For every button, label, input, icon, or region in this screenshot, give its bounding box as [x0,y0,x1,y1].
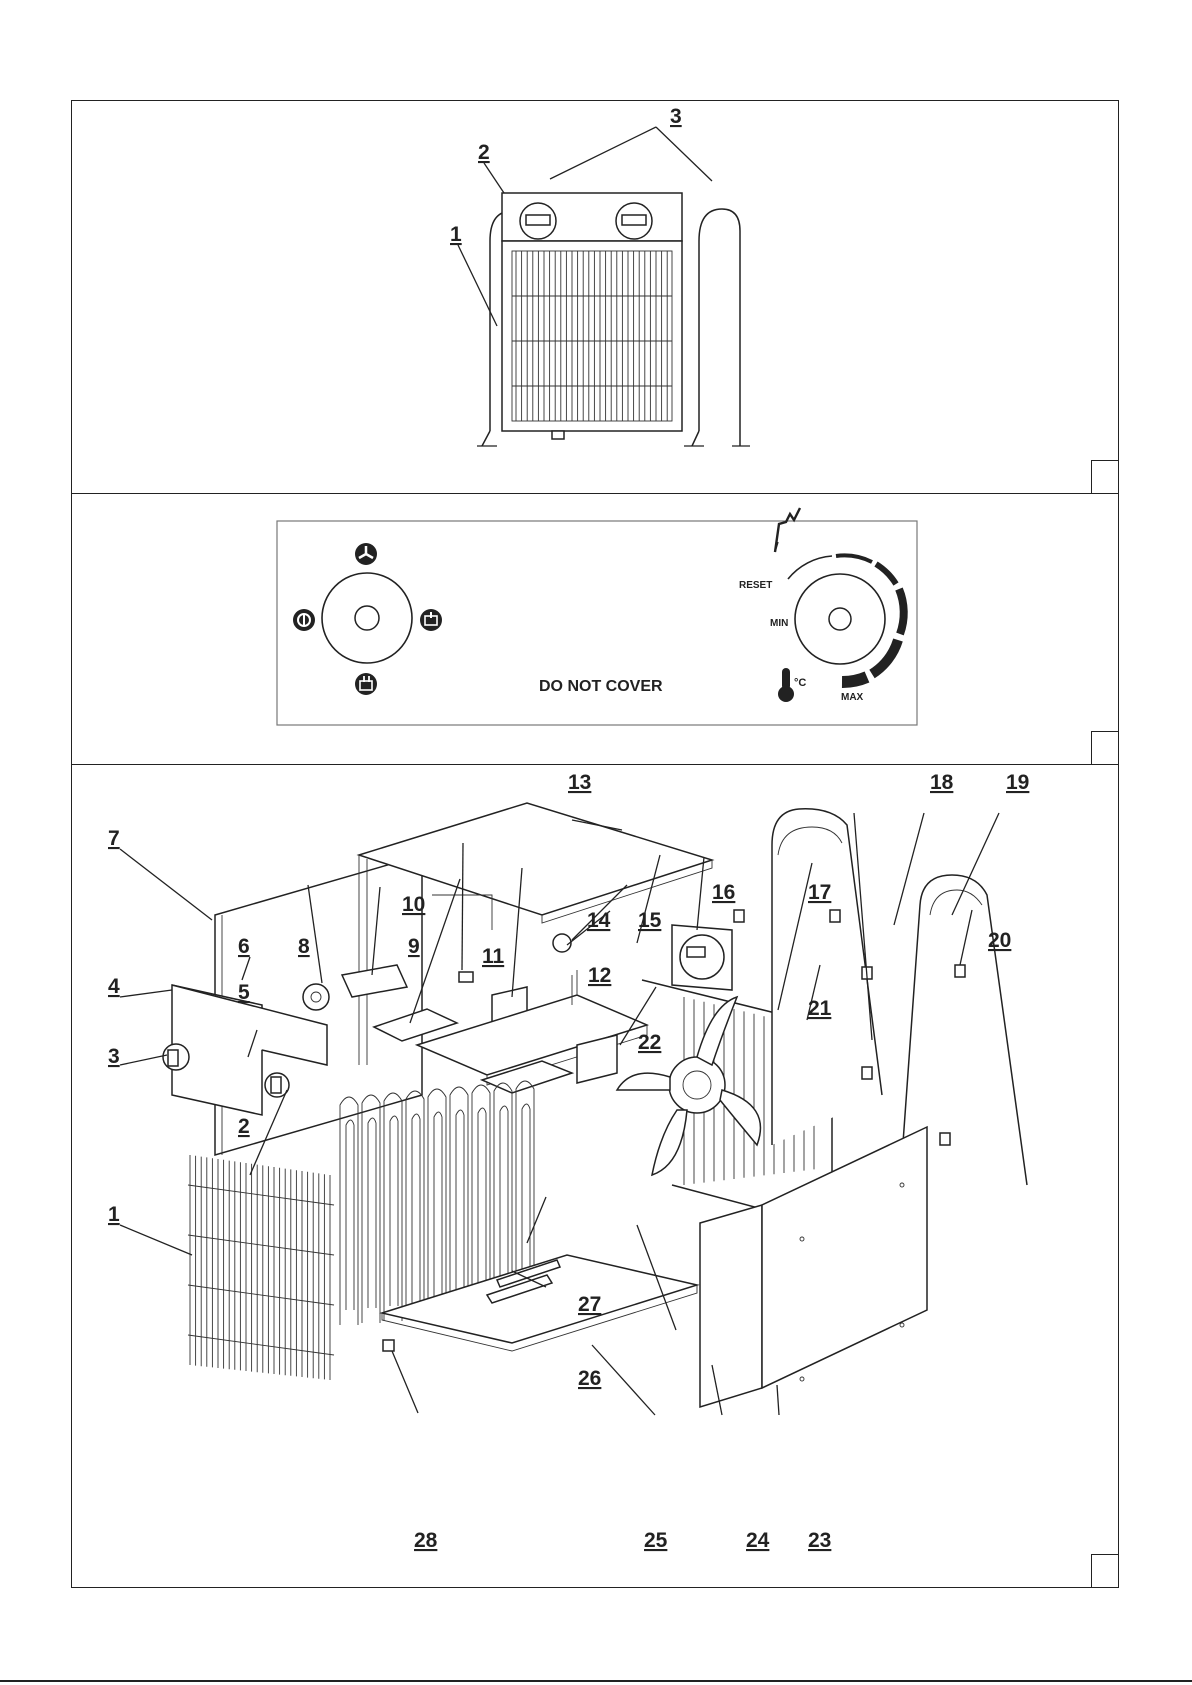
fan-mode-icon [355,543,377,565]
callout-22: 22 [638,1031,661,1054]
callout-4: 4 [108,975,120,998]
reset-label: RESET [739,580,772,591]
corner-tab [1091,731,1119,765]
front-grille-1 [188,1155,334,1380]
callout-20: 20 [988,929,1011,952]
callout-24: 24 [746,1529,770,1552]
foot-28 [383,1340,394,1351]
callout-2: 2 [238,1115,250,1138]
callout-1: 1 [450,223,462,246]
callout-10: 10 [402,893,425,916]
thermostat-dial [788,555,904,682]
callout-3: 3 [108,1045,120,1068]
assembled-heater-drawing: 1 2 3 [72,101,1120,495]
half-heat-icon [420,609,442,631]
callout-7: 7 [108,827,120,850]
callout-21: 21 [808,997,832,1020]
callout-17: 17 [808,881,831,904]
celsius-label: °C [794,677,806,689]
page-bottom-rule [0,1680,1192,1682]
mode-selector-dial [293,543,442,695]
callout-25: 25 [644,1529,668,1552]
thermal-fuse-10 [459,972,473,982]
reset-hand-icon [775,508,800,552]
callout-11: 11 [482,945,505,968]
control-panel-drawing: DO NOT COVER RESET MIN MAX °C [72,494,1120,766]
side-panel-24 [700,1205,762,1407]
heater-body [502,241,682,431]
switch-6 [303,984,329,1010]
do-not-cover-warning: DO NOT COVER [539,678,663,695]
callout-2: 2 [478,141,490,164]
callout-3: 3 [670,105,682,128]
exploded-view-drawing: 7 4 3 1 6 5 2 8 9 10 11 12 13 14 15 16 1… [72,765,1120,1589]
callout-13: 13 [568,771,591,794]
callout-16: 16 [712,881,735,904]
max-label: MAX [841,692,864,703]
corner-tab [1091,1554,1119,1588]
exploded-view-panel: 7 4 3 1 6 5 2 8 9 10 11 12 13 14 15 16 1… [71,764,1119,1588]
callout-15: 15 [638,909,662,932]
clip-20 [955,965,965,977]
callout-9: 9 [408,935,420,958]
callout-27: 27 [578,1293,601,1316]
power-off-icon [293,609,315,631]
callout-19: 19 [1006,771,1029,794]
full-heat-icon [355,673,377,695]
callout-6: 6 [238,935,250,958]
callout-5: 5 [238,981,250,1004]
control-panel-view: DO NOT COVER RESET MIN MAX °C [71,493,1119,765]
callout-1: 1 [108,1203,120,1226]
min-label: MIN [770,618,788,629]
callout-28: 28 [414,1529,438,1552]
callout-26: 26 [578,1367,601,1390]
callout-8: 8 [298,935,310,958]
callout-23: 23 [808,1529,831,1552]
thermometer-icon [778,668,794,702]
corner-tab [1091,460,1119,494]
callout-14: 14 [587,909,611,932]
callout-18: 18 [930,771,954,794]
grommet-14 [553,934,571,952]
callout-12: 12 [588,964,611,987]
assembled-view-panel: 1 2 3 [71,100,1119,494]
